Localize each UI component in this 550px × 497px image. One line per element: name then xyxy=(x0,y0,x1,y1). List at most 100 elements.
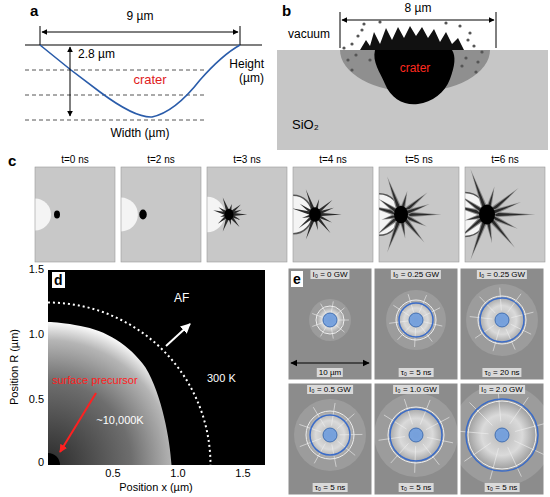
surface-region xyxy=(121,198,138,232)
time-label: t=2 ns xyxy=(147,154,175,166)
ejecta-speck xyxy=(480,50,483,53)
surface-crack xyxy=(508,294,521,312)
surface-region xyxy=(35,199,51,231)
ejecta-speck xyxy=(460,64,463,67)
crater-section-panel xyxy=(277,12,548,150)
surface-crack xyxy=(475,325,494,338)
panel-letter: e xyxy=(291,271,303,287)
focal-void xyxy=(394,206,408,224)
surface-crack xyxy=(470,317,493,319)
grid-line xyxy=(25,120,205,121)
ejecta-speck xyxy=(356,34,359,37)
sem-image xyxy=(288,268,372,380)
frame-border xyxy=(293,167,373,262)
focal-spot xyxy=(48,453,60,465)
parameter-label: I₀ = 0 GW xyxy=(310,270,349,279)
damage-outline xyxy=(310,415,350,455)
axis-tick: 0.5 xyxy=(29,393,44,406)
damage-zone xyxy=(386,290,446,350)
crater-curve xyxy=(40,45,240,117)
surface-crack xyxy=(379,437,405,441)
parameter-label: I₀ = 1.0 GW xyxy=(393,385,439,394)
parameter-label: τ₀ = 20 ns xyxy=(482,368,521,377)
parameter-label: τ₀ = 5 ns xyxy=(399,483,434,492)
time-label: t=5 ns xyxy=(405,154,433,166)
ejecta-speck xyxy=(346,58,349,61)
surface-crack xyxy=(426,417,449,429)
sem-ground xyxy=(288,383,372,495)
surface-crack xyxy=(508,447,522,476)
dimension-tick xyxy=(240,26,241,45)
crater-surface xyxy=(478,296,526,344)
simulation-frame xyxy=(121,167,201,262)
surface-crack xyxy=(336,320,349,321)
region-label: vacuum xyxy=(288,28,330,42)
dimension-label: 8 µm xyxy=(405,2,432,16)
image-border xyxy=(288,268,372,380)
frame-border xyxy=(207,167,287,262)
surface-line xyxy=(25,44,262,45)
time-label: t=3 ns xyxy=(233,154,261,166)
surface-crack xyxy=(515,423,544,431)
damage-zone xyxy=(294,399,366,471)
ejecta-speck xyxy=(468,31,471,34)
surface-crack xyxy=(331,326,333,339)
ejecta-speck xyxy=(360,28,363,31)
surface-crack xyxy=(500,288,502,311)
precursor-arrow xyxy=(60,393,96,452)
region-label: AF xyxy=(174,292,189,306)
damage-zone xyxy=(309,299,351,341)
sem-ground xyxy=(374,383,458,495)
dimension-tick xyxy=(40,26,41,45)
frame-border xyxy=(379,167,459,262)
material-label: SiO₂ xyxy=(292,118,319,133)
focal-void xyxy=(479,205,495,225)
sem-images xyxy=(288,268,550,495)
sem-ground xyxy=(460,268,544,380)
dimension-tick xyxy=(340,12,341,48)
surface-crack xyxy=(384,415,407,429)
parameter-label: I₀ = 0.5 GW xyxy=(307,385,353,394)
plasma-plume xyxy=(48,322,172,465)
axis-tick: 1.0 xyxy=(29,328,44,341)
surface-crack xyxy=(337,414,354,429)
surface-crack xyxy=(427,437,453,443)
ejecta-speck xyxy=(378,20,381,23)
panel-letter: c xyxy=(8,152,16,169)
panel-letter: a xyxy=(30,2,38,19)
damage-outline xyxy=(480,298,524,342)
ejecta-speck xyxy=(354,53,357,56)
ejecta-speck xyxy=(350,42,353,45)
surface-crack xyxy=(331,301,333,314)
surface-crack xyxy=(423,444,439,465)
sem-image xyxy=(460,383,544,495)
image-border xyxy=(460,268,544,380)
crater-surface xyxy=(468,401,536,469)
focal-marker xyxy=(495,428,509,442)
ejecta-speck xyxy=(474,70,477,73)
silica-substrate xyxy=(277,50,548,150)
grid-line xyxy=(25,70,205,71)
dimension-tick xyxy=(496,12,497,48)
focal-marker xyxy=(323,428,337,442)
dimension-arrow xyxy=(70,47,71,116)
frame-border xyxy=(121,167,201,262)
ejecta-speck xyxy=(466,38,469,41)
surface-crack xyxy=(321,304,328,316)
surface-crack xyxy=(312,322,324,327)
crater-profile-panel xyxy=(25,26,262,120)
surface-crack xyxy=(460,431,488,434)
axis-tick: 1.5 xyxy=(235,467,250,480)
front-arrow xyxy=(166,324,190,346)
focal-void xyxy=(139,210,147,220)
image-border xyxy=(460,383,544,495)
scale-bar xyxy=(291,362,369,363)
sem-ground xyxy=(288,268,372,380)
surface-crack xyxy=(334,308,344,317)
parameter-label: τ₀ = 5 ns xyxy=(313,483,348,492)
panel-letter: d xyxy=(52,272,65,288)
axis-tick: 0.5 xyxy=(105,467,120,480)
dimension-label: 2.8 µm xyxy=(78,48,115,62)
parameter-label: τ₀ = 5 ns xyxy=(485,483,520,492)
